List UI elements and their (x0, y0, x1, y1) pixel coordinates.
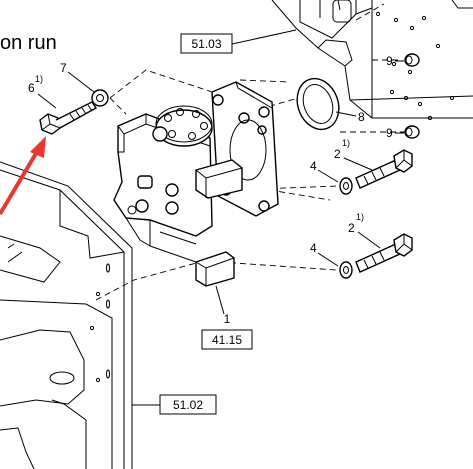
ref-label-51-02: 51.02 (173, 398, 203, 412)
part-2a-number: 2 (334, 147, 341, 161)
part-2-bolt-upper: 2 1) (334, 138, 413, 189)
part-4-washer-upper: 4 (310, 159, 353, 195)
part-4-washer-lower: 4 (310, 241, 353, 279)
part-2-bolt-lower: 2 1) (348, 212, 413, 273)
ref-box-51-03: 51.03 (180, 29, 297, 54)
part-4b-number: 4 (310, 241, 317, 255)
part-9a-number: 9 (386, 54, 393, 68)
part-8-number: 8 (358, 110, 365, 124)
part-2b-footnote: 1) (356, 212, 364, 222)
part-4a-number: 4 (310, 159, 317, 173)
red-arrow (0, 136, 46, 216)
part-8-oring: 8 (296, 77, 365, 131)
alignment-lines (95, 59, 412, 301)
ref-label-51-03: 51.03 (191, 37, 221, 51)
ref-box-51-02: 51.02 (132, 394, 217, 415)
part-6-number: 6 (28, 81, 35, 95)
ref-box-41-15: 1 41.15 (201, 285, 253, 350)
part-9-plug-b: 9 (386, 125, 420, 140)
part-2b-number: 2 (348, 221, 355, 235)
part-2a-footnote: 1) (342, 138, 350, 148)
part-9b-number: 9 (386, 126, 393, 140)
housing-frame (271, 0, 473, 121)
part-6-footnote: 1) (35, 74, 43, 84)
part-6-bolt: 6 1) (28, 74, 98, 135)
ref-label-41-15: 41.15 (212, 333, 242, 347)
valve-assembly (113, 81, 279, 287)
left-frame (0, 161, 133, 469)
part-9-plug-a: 9 (386, 53, 420, 68)
part-1-label: 1 (224, 312, 231, 326)
part-7-washer: 7 (60, 61, 109, 107)
header-text: on run (0, 32, 57, 54)
part-7-number: 7 (60, 61, 67, 75)
